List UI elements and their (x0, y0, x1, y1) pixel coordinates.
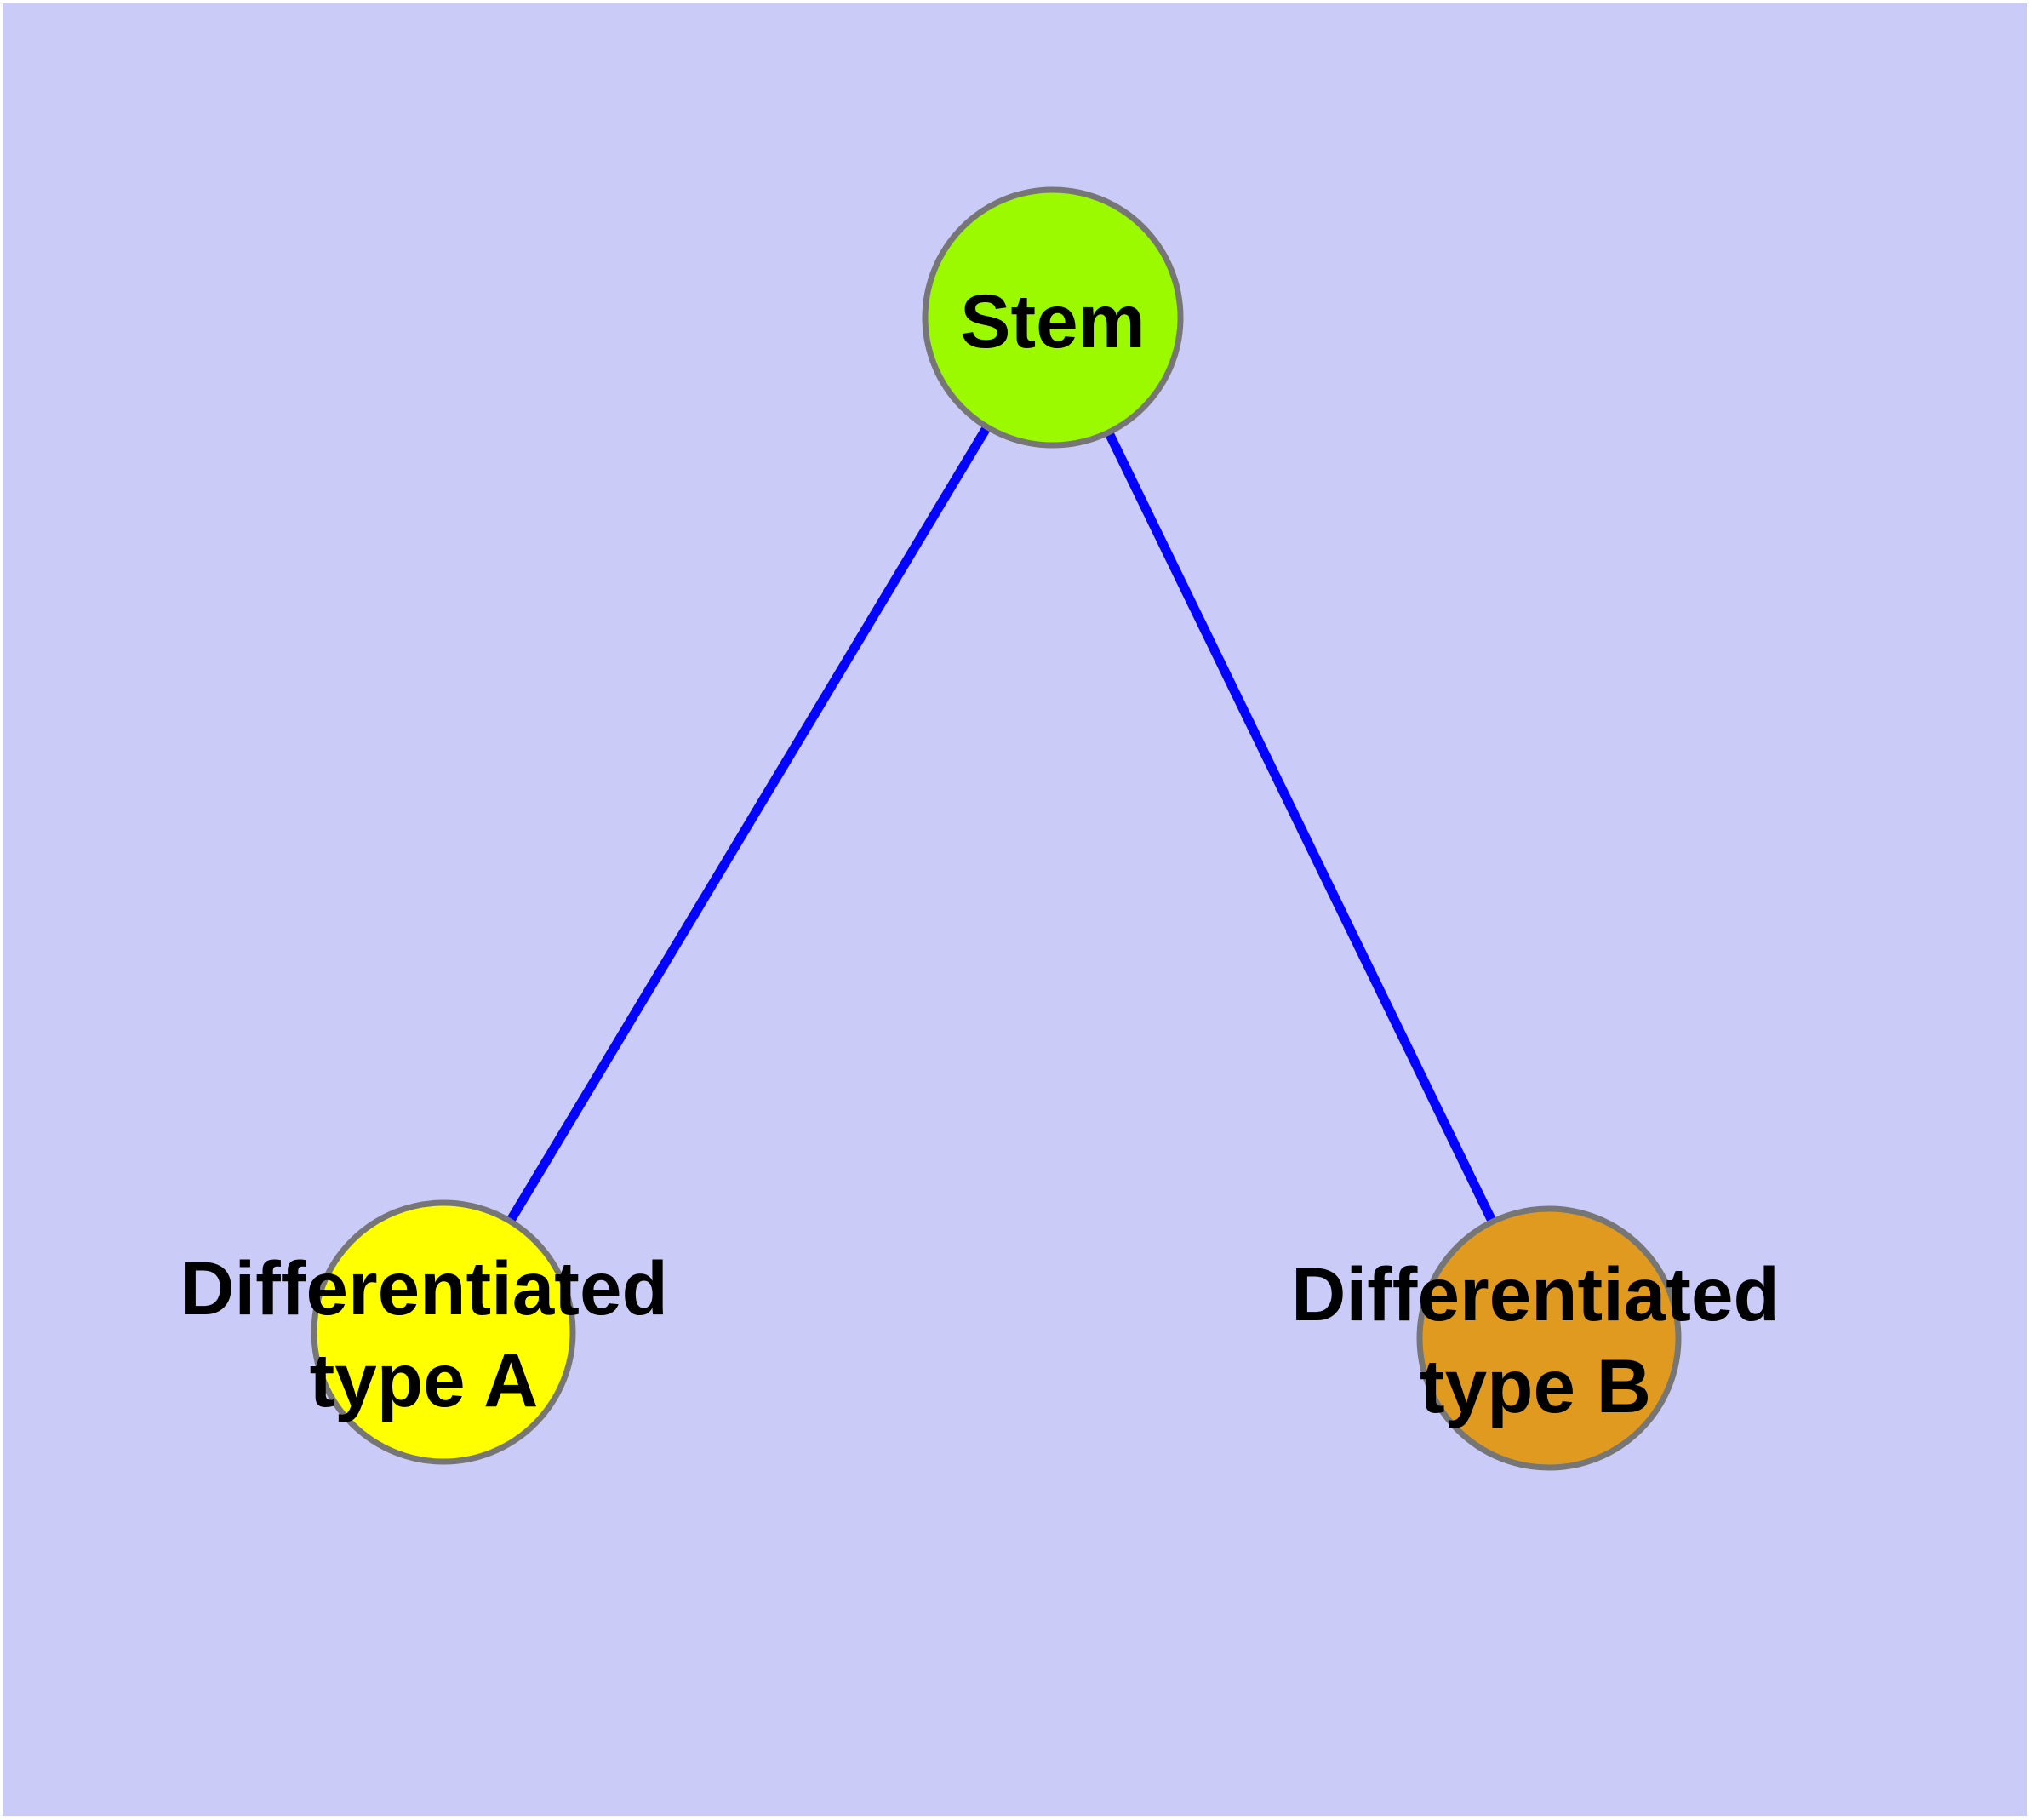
node-differentiated-type-b-label-line1: Differentiated (1291, 1251, 1780, 1336)
node-differentiated-type-a-circle (311, 1199, 576, 1465)
node-differentiated-type-a-label-line2: type A (310, 1337, 539, 1422)
node-differentiated-type-a-label-line1: Differentiated (180, 1245, 668, 1331)
edge-stem-to-differentiated-type-a (439, 315, 1057, 1335)
node-stem-label-line1: Stem (960, 278, 1146, 363)
node-differentiated-type-b-label-line2: type B (1420, 1343, 1651, 1428)
node-differentiated-type-b-circle (1416, 1205, 1682, 1471)
edge-stem-to-differentiated-type-b (1049, 315, 1553, 1341)
node-stem-circle (922, 186, 1184, 449)
